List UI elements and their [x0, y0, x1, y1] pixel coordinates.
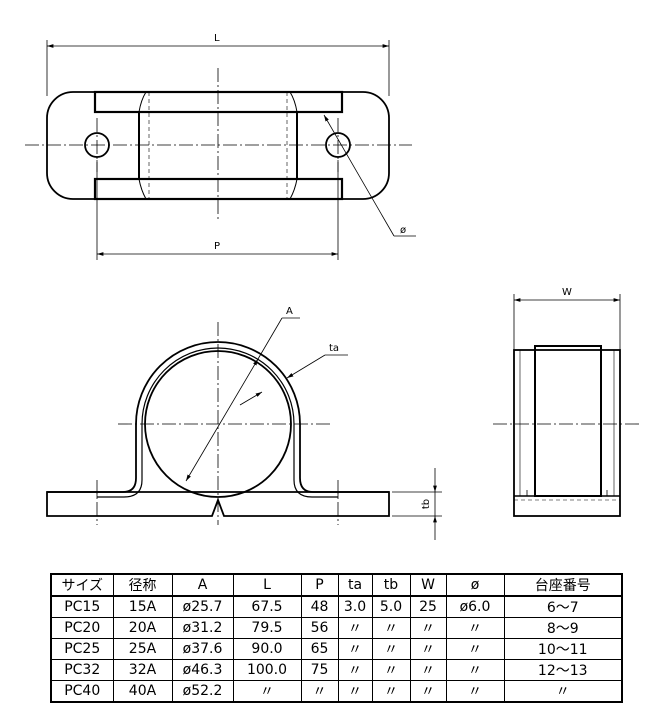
cell-ta: 〃 — [337, 680, 373, 703]
header-size: サイズ — [50, 573, 114, 597]
cell-W: 〃 — [409, 659, 447, 681]
header-hole: ø — [445, 573, 505, 597]
leader-hole-diameter — [323, 114, 416, 237]
cell-A: ø25.7 — [171, 595, 234, 618]
cell-size: PC15 — [50, 595, 114, 618]
table-row: PC25 25A ø37.6 90.0 65 〃 〃 〃 〃 10〜11 — [50, 638, 623, 660]
dimension-ta — [239, 354, 348, 406]
front-view-saddle-inner — [97, 347, 338, 498]
cell-A: ø46.3 — [171, 659, 234, 681]
cell-nominal: 25A — [112, 638, 173, 660]
cell-tb: 5.0 — [371, 595, 411, 618]
cell-nominal: 15A — [112, 595, 173, 618]
cell-W: 〃 — [409, 680, 447, 703]
cell-hole: 〃 — [445, 680, 505, 703]
header-nominal: 径称 — [112, 573, 173, 597]
label-P: P — [214, 241, 220, 252]
header-L: L — [232, 573, 302, 597]
cell-tb: 〃 — [371, 659, 411, 681]
cell-base-no: 10〜11 — [503, 638, 623, 660]
label-W: W — [562, 287, 572, 298]
cell-hole: 〃 — [445, 617, 505, 639]
label-ta: ta — [329, 343, 339, 354]
top-view — [25, 40, 416, 260]
cell-A: ø37.6 — [171, 638, 234, 660]
front-view-pipe — [144, 350, 292, 498]
cell-base-no: 6〜7 — [503, 595, 623, 618]
side-view-saddle-outline — [513, 349, 621, 517]
cell-size: PC40 — [50, 680, 114, 703]
header-P: P — [300, 573, 339, 597]
cell-size: PC20 — [50, 617, 114, 639]
dimension-A — [185, 317, 300, 482]
label-L: L — [214, 33, 220, 44]
cell-size: PC32 — [50, 659, 114, 681]
cell-L: 100.0 — [232, 659, 302, 681]
cell-L: 90.0 — [232, 638, 302, 660]
side-view — [493, 294, 642, 517]
mounting-hole-right — [325, 132, 351, 158]
cell-P: 75 — [300, 659, 339, 681]
top-view-saddle-bottom — [93, 177, 344, 201]
cell-P: 56 — [300, 617, 339, 639]
spec-table: サイズ 径称 A L P ta tb W ø 台座番号 PC15 15A ø25… — [50, 573, 623, 703]
cell-tb: 〃 — [371, 638, 411, 660]
table-row: PC20 20A ø31.2 79.5 56 〃 〃 〃 〃 8〜9 — [50, 617, 623, 639]
cell-ta: 〃 — [337, 638, 373, 660]
cell-base-no: 〃 — [503, 680, 623, 703]
cell-ta: 〃 — [337, 659, 373, 681]
cell-nominal: 32A — [112, 659, 173, 681]
cell-W: 〃 — [409, 617, 447, 639]
cell-size: PC25 — [50, 638, 114, 660]
table-header-row: サイズ 径称 A L P ta tb W ø 台座番号 — [50, 573, 623, 597]
side-view-pipe-body — [534, 345, 602, 497]
cell-P: 48 — [300, 595, 339, 618]
front-view — [46, 317, 442, 540]
table-row: PC40 40A ø52.2 〃 〃 〃 〃 〃 〃 〃 — [50, 680, 623, 703]
cell-P: 〃 — [300, 680, 339, 703]
front-view-base-plate — [46, 491, 390, 517]
header-tb: tb — [371, 573, 411, 597]
cell-A: ø31.2 — [171, 617, 234, 639]
table-row: PC32 32A ø46.3 100.0 75 〃 〃 〃 〃 12〜13 — [50, 659, 623, 681]
dimension-L — [46, 40, 390, 96]
cell-A: ø52.2 — [171, 680, 234, 703]
cell-hole: 〃 — [445, 638, 505, 660]
cell-ta: 〃 — [337, 617, 373, 639]
cell-L: 67.5 — [232, 595, 302, 618]
front-view-saddle-outer — [47, 341, 389, 493]
mounting-hole-left — [84, 132, 110, 158]
header-base-no: 台座番号 — [503, 573, 623, 597]
header-W: W — [409, 573, 447, 597]
label-hole-diameter: ø — [400, 225, 406, 236]
dimension-P — [96, 160, 339, 260]
top-view-saddle-top — [93, 90, 344, 114]
dimension-W — [513, 294, 621, 350]
cell-L: 〃 — [232, 680, 302, 703]
cell-W: 25 — [409, 595, 447, 618]
label-tb: tb — [421, 499, 432, 509]
cell-ta: 3.0 — [337, 595, 373, 618]
header-A: A — [171, 573, 234, 597]
dimension-tb — [392, 468, 442, 540]
table-row: PC15 15A ø25.7 67.5 48 3.0 5.0 25 ø6.0 6… — [50, 595, 623, 618]
cell-W: 〃 — [409, 638, 447, 660]
cell-base-no: 8〜9 — [503, 617, 623, 639]
header-ta: ta — [337, 573, 373, 597]
cell-hole: ø6.0 — [445, 595, 505, 618]
cell-base-no: 12〜13 — [503, 659, 623, 681]
cell-P: 65 — [300, 638, 339, 660]
cell-tb: 〃 — [371, 617, 411, 639]
cell-nominal: 40A — [112, 680, 173, 703]
cell-L: 79.5 — [232, 617, 302, 639]
cell-tb: 〃 — [371, 680, 411, 703]
cell-hole: 〃 — [445, 659, 505, 681]
cell-nominal: 20A — [112, 617, 173, 639]
label-A: A — [286, 306, 293, 317]
